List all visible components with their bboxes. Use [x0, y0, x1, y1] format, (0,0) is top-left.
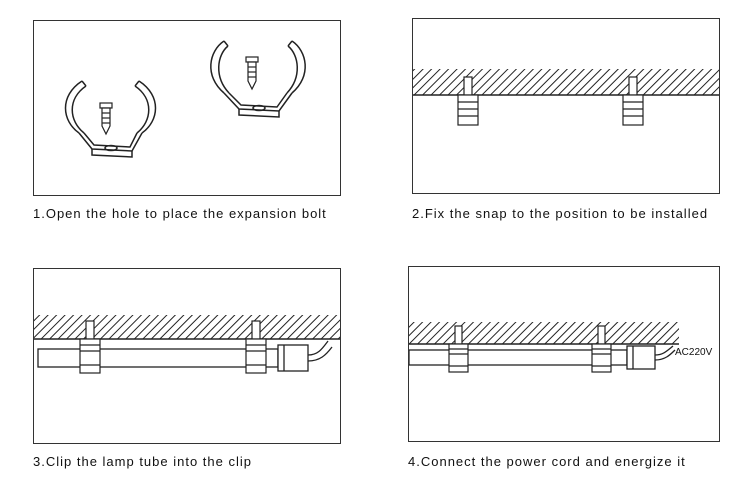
- step-2-caption: 2.Fix the snap to the position to be ins…: [412, 206, 709, 221]
- clip-right: [210, 40, 306, 118]
- expansion-bolt-left: [99, 102, 113, 136]
- clip-with-tube-right: [591, 325, 612, 373]
- clip-with-tube-left: [448, 325, 469, 373]
- step-3-panel: [33, 268, 341, 444]
- step-3-caption: 3.Clip the lamp tube into the clip: [33, 454, 252, 469]
- lamp-tube: [37, 348, 279, 368]
- step-4-diagram: AC220V: [409, 322, 713, 373]
- clip-with-tube-left: [79, 320, 101, 374]
- ceiling-hatch: [34, 315, 340, 339]
- step-4-caption: 4.Connect the power cord and energize it: [408, 454, 686, 469]
- clip-left: [64, 80, 157, 158]
- tube-end-cap: [277, 340, 333, 372]
- step-1-diagram: [64, 40, 306, 158]
- step-2-diagram: [413, 69, 719, 126]
- ceiling-hatch: [413, 69, 719, 95]
- power-label: AC220V: [675, 347, 713, 358]
- step-4-panel: AC220V: [408, 266, 720, 442]
- tube-end-cap: [626, 345, 676, 370]
- step-1-panel: [33, 20, 341, 196]
- snap-clip-left: [457, 76, 479, 126]
- clip-with-tube-right: [245, 320, 267, 374]
- snap-clip-right: [622, 76, 644, 126]
- expansion-bolt-right: [245, 56, 259, 91]
- step-3-diagram: [34, 315, 340, 374]
- step-2-panel: [412, 18, 720, 194]
- ceiling-hatch: [409, 322, 679, 344]
- step-1-caption: 1.Open the hole to place the expansion b…: [33, 206, 327, 221]
